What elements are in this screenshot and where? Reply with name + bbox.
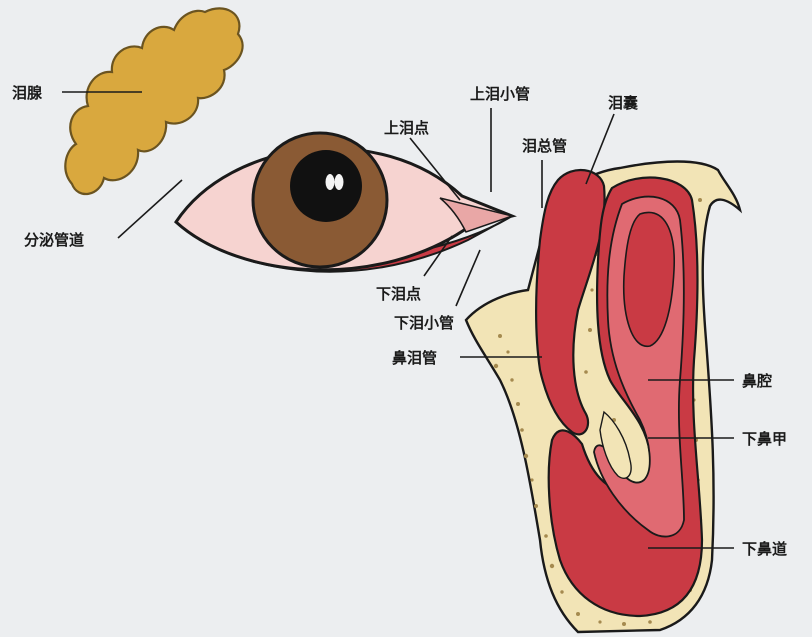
- label-excretory-ducts: 分泌管道: [24, 231, 84, 249]
- label-lacrimal-sac: 泪囊: [608, 94, 639, 112]
- label-nasal-cavity: 鼻腔: [742, 372, 772, 390]
- label-lacrimal-gland: 泪腺: [12, 84, 43, 102]
- nasal-cross-section: [464, 160, 743, 634]
- label-nasolacrimal-duct: 鼻泪管: [392, 349, 437, 367]
- eye: [174, 131, 517, 273]
- sac-leader: [585, 113, 615, 185]
- eye-pupil: [290, 150, 362, 222]
- label-lower-canaliculus: 下泪小管: [394, 314, 454, 332]
- lower-canaliculus-line: [455, 249, 481, 307]
- lower-punctum-line: [423, 235, 453, 277]
- upper-punctum-line: [409, 137, 461, 201]
- label-upper-canaliculus: 上泪小管: [470, 85, 530, 103]
- label-common-canaliculus: 泪总管: [522, 137, 567, 155]
- label-inferior-turbinate: 下鼻甲: [742, 430, 787, 448]
- label-upper-punctum: 上泪点: [384, 119, 429, 137]
- label-inferior-meatus: 下鼻道: [742, 540, 787, 558]
- excretory-duct-line: [117, 179, 183, 239]
- lacrimal-gland-shape: [64, 7, 244, 195]
- label-lower-punctum: 下泪点: [376, 285, 421, 303]
